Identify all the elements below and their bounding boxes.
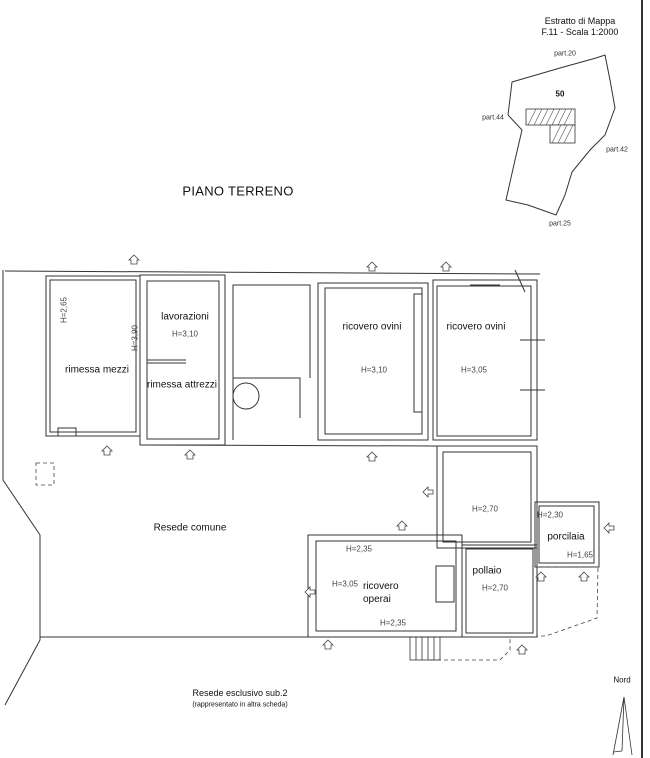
room-height: H=2,35 <box>345 544 373 554</box>
room-height: H=3,05 <box>460 365 488 375</box>
neighbor-west: part.44 <box>482 114 504 122</box>
floor-title: PIANO TERRENO <box>182 183 294 199</box>
room-height: H=3,05 <box>331 579 359 589</box>
exclusive-area-note: (rappresentato in altra scheda) <box>192 701 288 709</box>
room-h270 <box>436 445 538 549</box>
room-label: lavorazioni <box>161 311 209 323</box>
room-height: H=2,35 <box>379 618 407 628</box>
parcel-number: 50 <box>555 89 565 99</box>
map-subtitle: F.11 - Scala 1:2000 <box>541 27 619 37</box>
access-arrows <box>101 254 615 655</box>
room-height: H=3,90 <box>130 324 140 352</box>
room-height: H=2,70 <box>481 583 509 593</box>
room-height: H=2,30 <box>536 510 564 520</box>
neighbor-east: part.42 <box>606 146 628 154</box>
room-ricovero-ovini-1 <box>317 282 429 441</box>
room-height: H=3,10 <box>171 329 199 339</box>
room-label: pollaio <box>472 565 502 577</box>
room-height: H=2,70 <box>471 504 499 514</box>
room-height: H=3,10 <box>360 365 388 375</box>
room-label: ricovero ovini <box>342 321 402 333</box>
map-title: Estratto di Mappa <box>544 16 616 26</box>
common-area-label: Resede comune <box>153 522 227 534</box>
room-pollaio <box>461 544 538 638</box>
room-height: H=1,65 <box>566 550 594 560</box>
boundary-left-curve <box>2 479 41 706</box>
room-label: rimessa attrezzi <box>146 379 218 391</box>
room-ricovero-ovini-2 <box>432 279 538 441</box>
north-arrow-icon <box>612 696 633 756</box>
exclusive-area-label: Resede esclusivo sub.2 <box>192 688 288 698</box>
room-label: ricovero operai <box>363 581 399 605</box>
room-label: ricovero ovini <box>446 321 506 333</box>
room-label: porcilaia <box>547 531 585 543</box>
north-label: Nord <box>613 675 631 685</box>
neighbor-south: part.25 <box>549 220 571 228</box>
map-extract-parcel <box>505 54 616 216</box>
neighbor-north: part.20 <box>554 50 576 58</box>
room-label: rimessa mezzi <box>65 364 129 376</box>
room-height: H=2,65 <box>59 296 69 324</box>
